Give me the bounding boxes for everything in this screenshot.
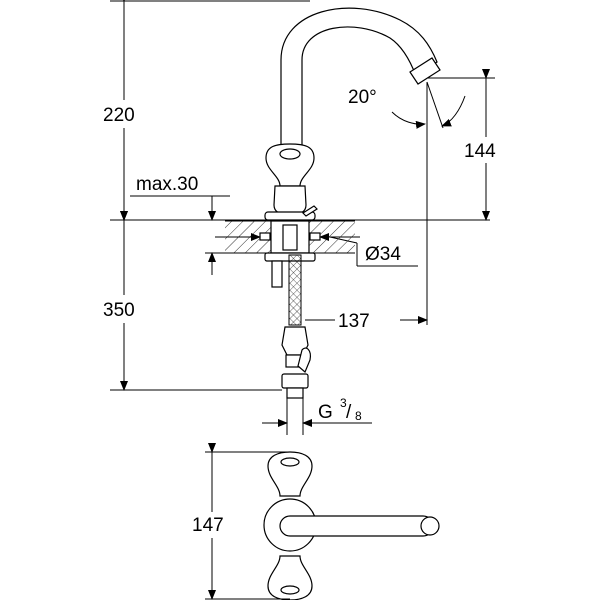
dimension-137: 137 xyxy=(305,311,428,332)
dimension-144: 144 xyxy=(428,69,506,221)
dimension-diameter: Ø34 xyxy=(215,233,418,267)
label-angle: 20° xyxy=(348,87,377,108)
label-max30: max.30 xyxy=(136,174,198,195)
spout xyxy=(280,7,438,151)
faucet-side-view xyxy=(259,7,441,435)
handle xyxy=(265,143,315,187)
dimension-350: 350 xyxy=(100,211,282,391)
dimension-147: 147 xyxy=(190,443,290,600)
spout-outlet xyxy=(409,57,441,85)
hose-nut xyxy=(281,373,309,389)
label-147: 147 xyxy=(192,515,224,536)
dimension-thread: G 3 / 8 xyxy=(262,396,372,427)
label-144: 144 xyxy=(464,141,496,162)
label-350: 350 xyxy=(103,300,135,321)
label-thread-g: G xyxy=(318,402,333,423)
spout-top xyxy=(279,515,434,537)
label-thread-den: 8 xyxy=(355,409,362,423)
faucet-body xyxy=(273,185,307,216)
label-diameter: Ø34 xyxy=(365,244,401,265)
label-thread-num: 3 xyxy=(340,396,347,410)
base-flange xyxy=(264,211,316,221)
braided-hose xyxy=(288,254,302,326)
dimension-220: 220 xyxy=(100,0,310,221)
label-thread-slash: / xyxy=(346,402,352,423)
faucet-top-view xyxy=(263,451,440,600)
dimension-angle: 20° xyxy=(348,81,466,325)
dimension-max30: max.30 xyxy=(130,174,230,275)
label-220: 220 xyxy=(103,105,135,126)
label-137: 137 xyxy=(338,311,370,332)
